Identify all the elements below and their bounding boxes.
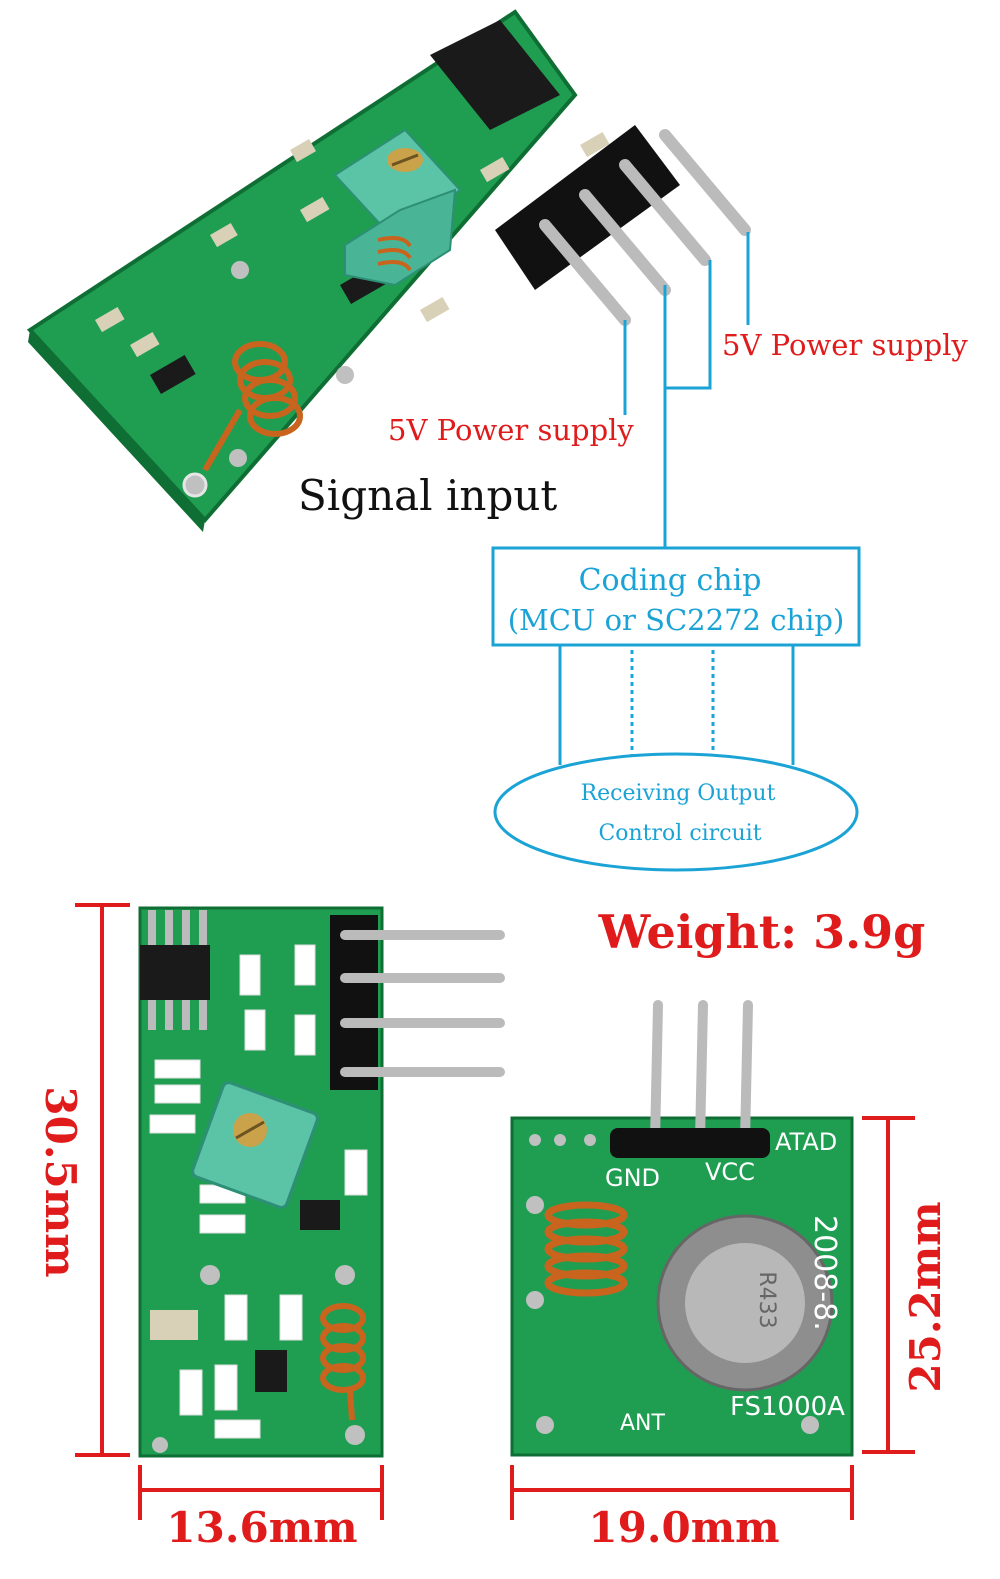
- board-date-marking: 2008-8.: [807, 1215, 842, 1331]
- coding-chip-box: Coding chip (MCU or SC2272 chip): [491, 546, 861, 647]
- receiving-output-ellipse: Receiving Output Control circuit: [493, 752, 859, 872]
- signal-input-label: Signal input: [298, 471, 557, 520]
- transmitter-coil-icon: [544, 1201, 628, 1297]
- receiver-board-front: [138, 906, 505, 1458]
- crystal-marking: R433: [754, 1271, 779, 1328]
- transmitter-board: GND VCC ATAD R433 2008-8. FS1000A ANT: [510, 1000, 854, 1457]
- transmitter-width-dimension: 19.0mm: [588, 1503, 779, 1552]
- coding-chip-title: Coding chip: [579, 563, 762, 598]
- receiving-output-line2: Control circuit: [598, 821, 761, 846]
- power-supply-label-right: 5V Power supply: [722, 328, 968, 362]
- coding-chip-subtitle: (MCU or SC2272 chip): [508, 603, 845, 637]
- receiver-board-angled: [26, 9, 751, 532]
- pin-label-gnd: GND: [605, 1164, 660, 1192]
- board-model-marking: FS1000A: [730, 1392, 845, 1422]
- receiver-height-dimension: 30.5mm: [36, 1086, 85, 1277]
- receiver-header-pins: [340, 930, 505, 1077]
- antenna-pad-label: ANT: [620, 1411, 666, 1436]
- coil-icon: [202, 341, 303, 472]
- receiving-output-line1: Receiving Output: [581, 781, 776, 806]
- transmitter-height-dimension: 25.2mm: [901, 1201, 950, 1392]
- power-supply-label-left: 5V Power supply: [388, 413, 634, 447]
- transmitter-pins: [650, 1000, 753, 1145]
- weight-label: Weight: 3.9g: [598, 905, 926, 959]
- connection-lines: [558, 232, 795, 765]
- dimension-lines: [75, 903, 915, 1520]
- pin-label-data: ATAD: [775, 1128, 837, 1156]
- header-pins: [539, 129, 751, 326]
- pin-label-vcc: VCC: [705, 1158, 755, 1186]
- receiver-width-dimension: 13.6mm: [166, 1503, 357, 1552]
